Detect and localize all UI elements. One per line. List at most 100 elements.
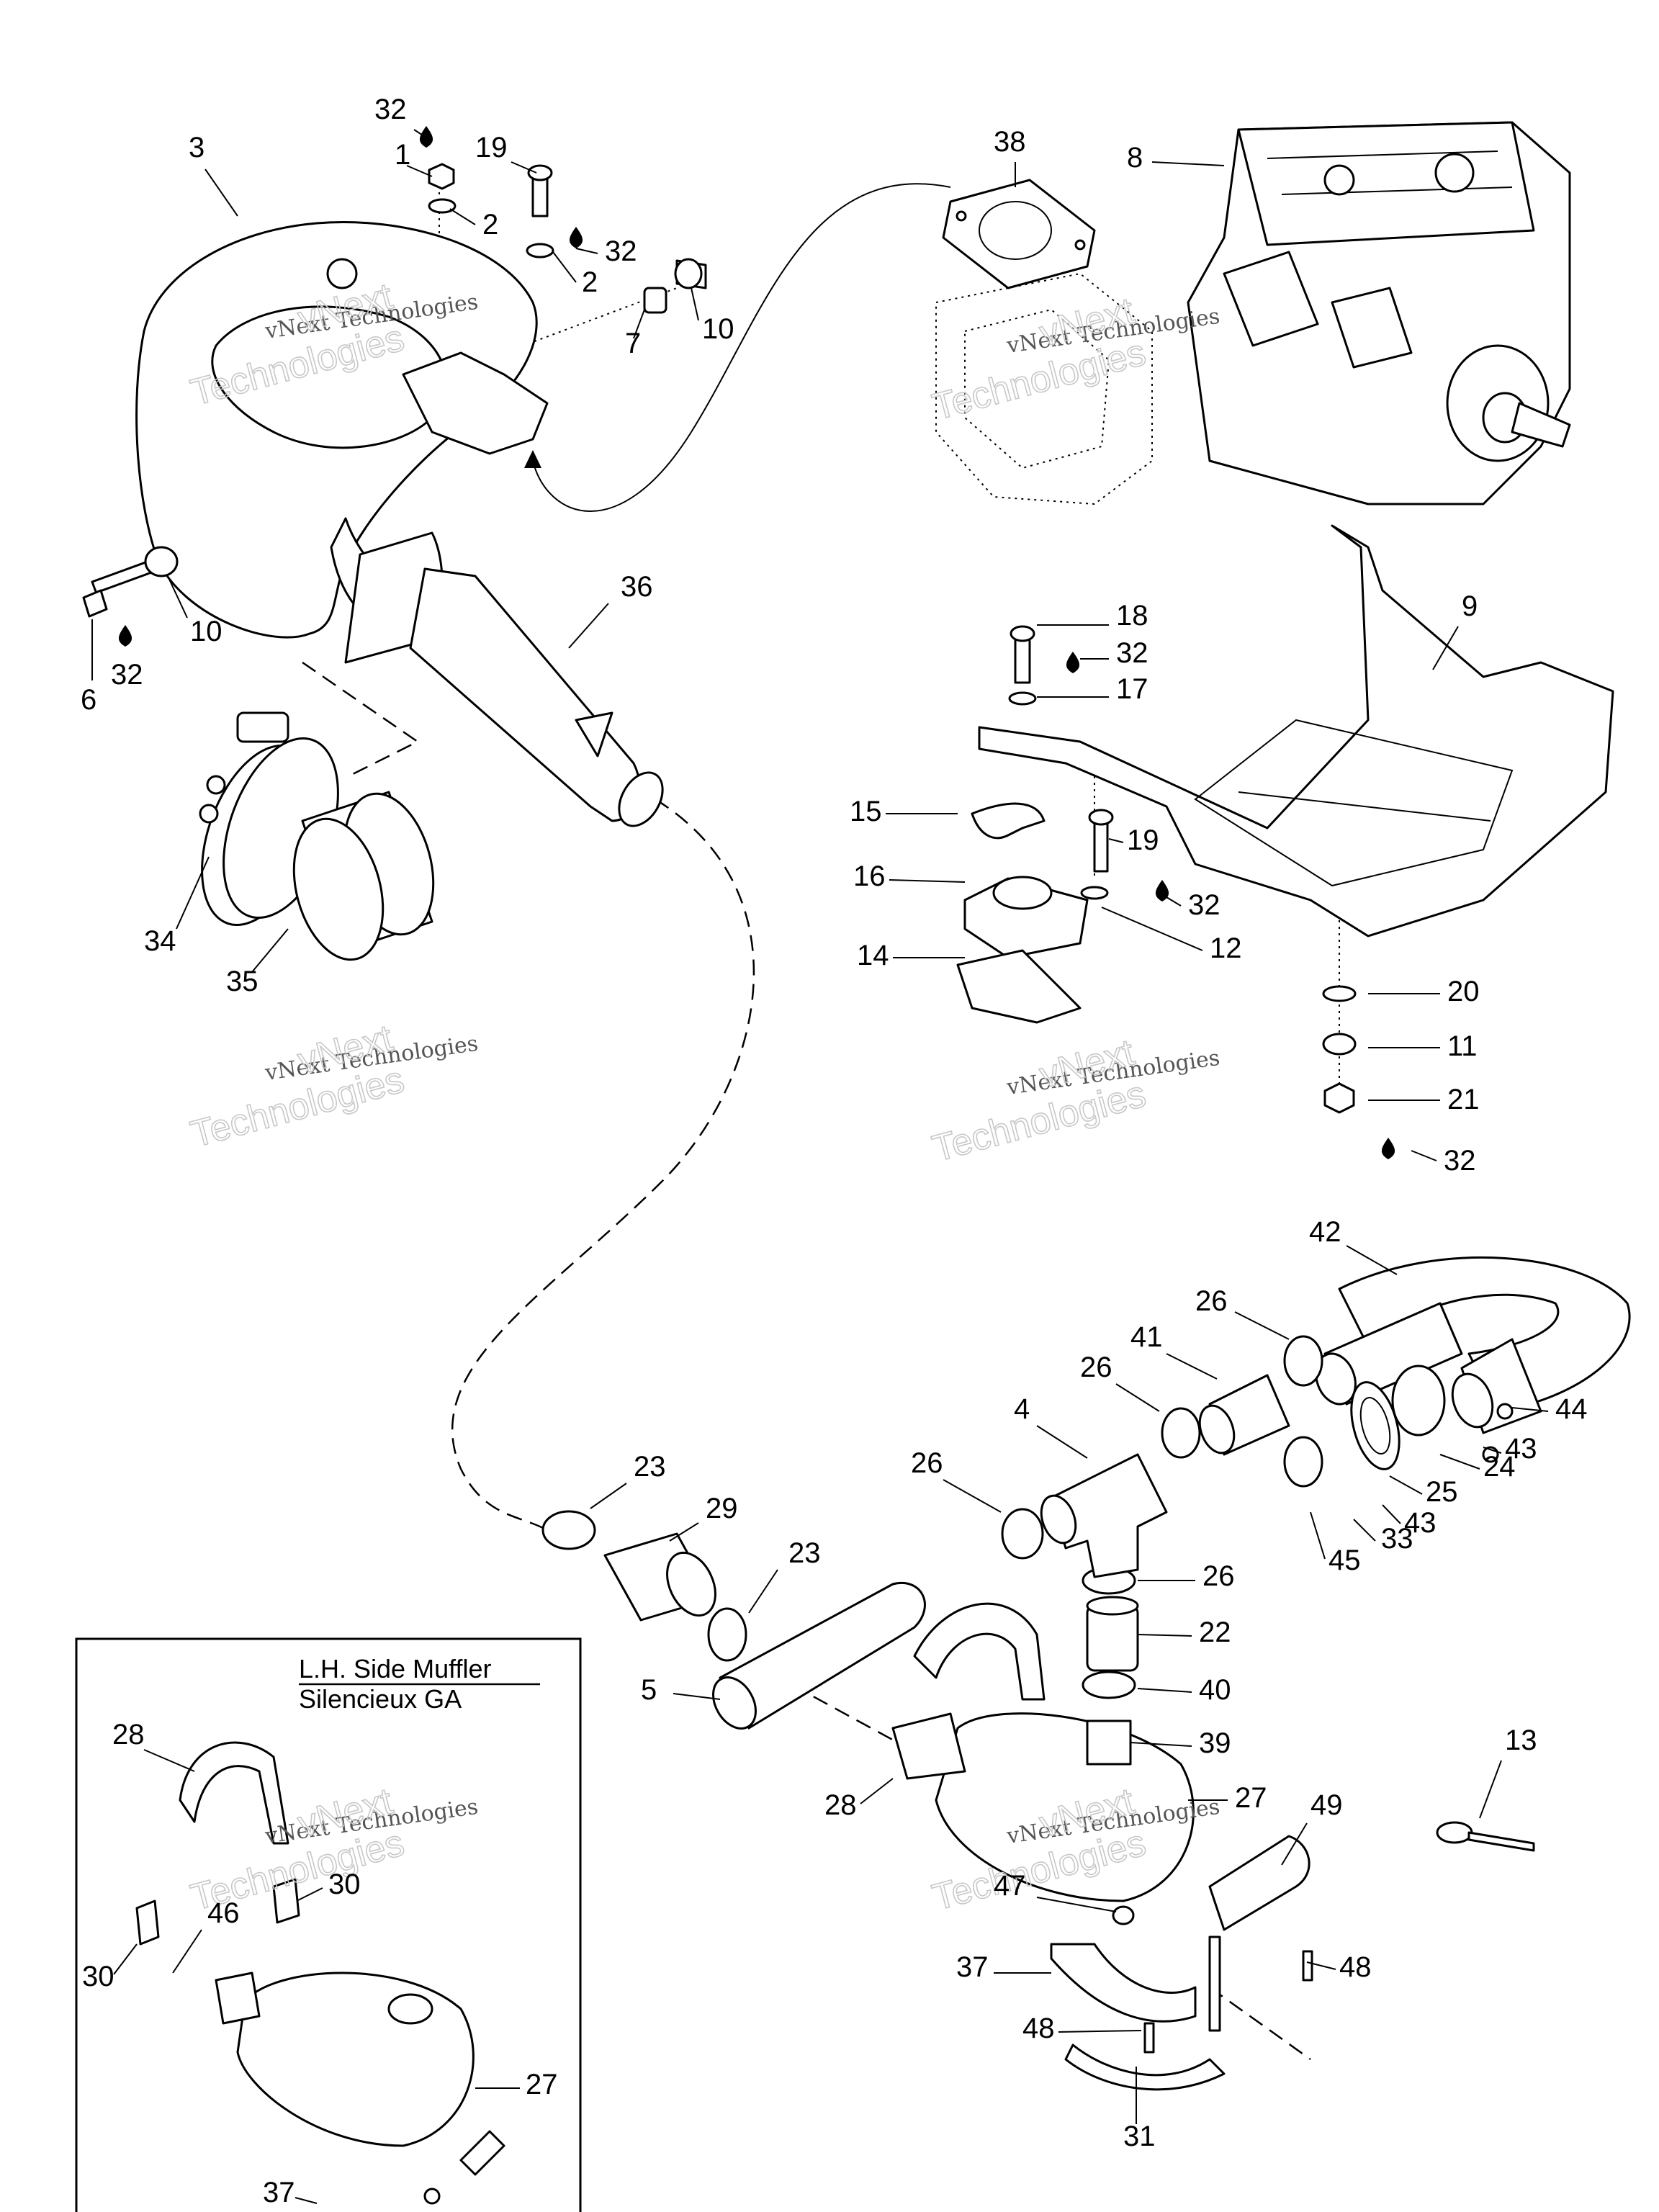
leader-line [691, 287, 699, 321]
pipe-5 [712, 1582, 926, 1730]
leader-line [633, 309, 645, 339]
leader-line [1310, 1511, 1326, 1560]
inset-title-line2: Silencieux GA [299, 1684, 462, 1714]
leader-line [860, 1778, 894, 1804]
lubricant-drop-icon [419, 126, 433, 148]
callout-3: 3 [189, 132, 204, 163]
leader-line [204, 168, 238, 217]
callout-13: 13 [1505, 1725, 1537, 1756]
callout-43: 43 [1505, 1433, 1537, 1465]
leader-line [1479, 1760, 1502, 1819]
callout-5: 5 [641, 1674, 657, 1706]
leader-line [1306, 1961, 1336, 1970]
callout-17: 17 [1116, 673, 1148, 705]
tie-13 [1436, 1821, 1535, 1852]
sleeve-35 [292, 791, 435, 961]
callout-22: 22 [1199, 1617, 1231, 1648]
leader-line [166, 574, 188, 619]
callout-10: 10 [190, 616, 222, 647]
callout-25: 25 [1426, 1476, 1458, 1508]
callout-23: 23 [634, 1451, 666, 1483]
callout-2: 2 [582, 266, 598, 298]
leader-line [1115, 1383, 1160, 1412]
callout-30: 30 [328, 1869, 361, 1900]
inset-lh-side-muffler: L.H. Side Muffler Silencieux GA [75, 1637, 582, 2212]
callout-35: 35 [226, 966, 258, 997]
lubricant-drop-icon [1381, 1138, 1395, 1159]
leader-line [889, 879, 966, 883]
leader-line [511, 161, 537, 174]
lower-straps [1050, 1905, 1313, 2091]
callout-42: 42 [1309, 1216, 1341, 1248]
lubricant-drop-icon [569, 227, 583, 248]
leader-line [1389, 1475, 1423, 1495]
callout-1: 1 [395, 139, 410, 171]
leader-line [1439, 1454, 1480, 1470]
callout-37: 37 [263, 2177, 295, 2208]
callout-12: 12 [1210, 932, 1242, 964]
leader-line [296, 1887, 323, 1902]
callout-48: 48 [1022, 2013, 1055, 2044]
callout-43: 43 [1404, 1507, 1437, 1539]
leader-line [1151, 161, 1225, 166]
leader-line [1137, 1634, 1192, 1637]
leader-lines [91, 129, 1549, 2204]
gasket-38 [942, 179, 1096, 289]
leader-line [1511, 1407, 1549, 1412]
leader-line [1036, 1897, 1117, 1912]
leader-line [1432, 626, 1459, 670]
callout-20: 20 [1447, 976, 1480, 1007]
engine-block-outline [935, 272, 1153, 505]
leader-line [1281, 1822, 1308, 1866]
leader-line [943, 1479, 1002, 1513]
drop-icons [118, 126, 1395, 1159]
lubricant-drop-icon [118, 625, 132, 647]
leader-line [406, 165, 433, 177]
callout-18: 18 [1116, 600, 1148, 631]
lubricant-drop-icon [1155, 880, 1169, 902]
leader-line [113, 1943, 138, 1975]
leader-line [748, 1569, 778, 1614]
callout-38: 38 [994, 126, 1026, 158]
callout-6: 6 [81, 684, 96, 716]
callout-32: 32 [374, 94, 407, 125]
leader-line [172, 1929, 202, 1974]
callout-48: 48 [1339, 1951, 1372, 1983]
leader-line [251, 928, 289, 973]
callout-32: 32 [1188, 889, 1220, 921]
callout-26: 26 [1202, 1560, 1235, 1592]
callout-27: 27 [1235, 1782, 1267, 1814]
callout-26: 26 [911, 1447, 943, 1479]
leader-line [1353, 1519, 1376, 1542]
callout-9: 9 [1462, 590, 1478, 622]
cone-pipe-36 [344, 531, 664, 827]
callout-21: 21 [1447, 1084, 1480, 1115]
callout-36: 36 [621, 571, 653, 603]
callout-26: 26 [1080, 1352, 1112, 1383]
flange-25 [1350, 1364, 1514, 1470]
callout-30: 30 [82, 1961, 114, 1992]
leader-line [669, 1522, 699, 1542]
leader-line [176, 856, 210, 930]
callout-7: 7 [625, 328, 641, 359]
callout-49: 49 [1310, 1789, 1343, 1821]
leader-line [1130, 1742, 1192, 1747]
callout-15: 15 [850, 796, 882, 827]
callout-46: 46 [207, 1897, 240, 1929]
leader-line [295, 2197, 318, 2204]
callout-44: 44 [1555, 1393, 1588, 1425]
callout-47: 47 [994, 1870, 1026, 1902]
callout-40: 40 [1199, 1674, 1231, 1706]
leader-line [1346, 1245, 1398, 1275]
callout-11: 11 [1447, 1030, 1478, 1062]
leader-line [590, 1483, 627, 1509]
callout-10: 10 [702, 313, 734, 345]
leader-line [449, 208, 476, 225]
callout-37: 37 [956, 1951, 989, 1983]
lubricant-drop-icon [1066, 652, 1080, 673]
leader-line [1108, 838, 1124, 843]
callout-8: 8 [1127, 142, 1143, 174]
callout-26: 26 [1195, 1285, 1228, 1317]
leader-line [575, 248, 598, 254]
